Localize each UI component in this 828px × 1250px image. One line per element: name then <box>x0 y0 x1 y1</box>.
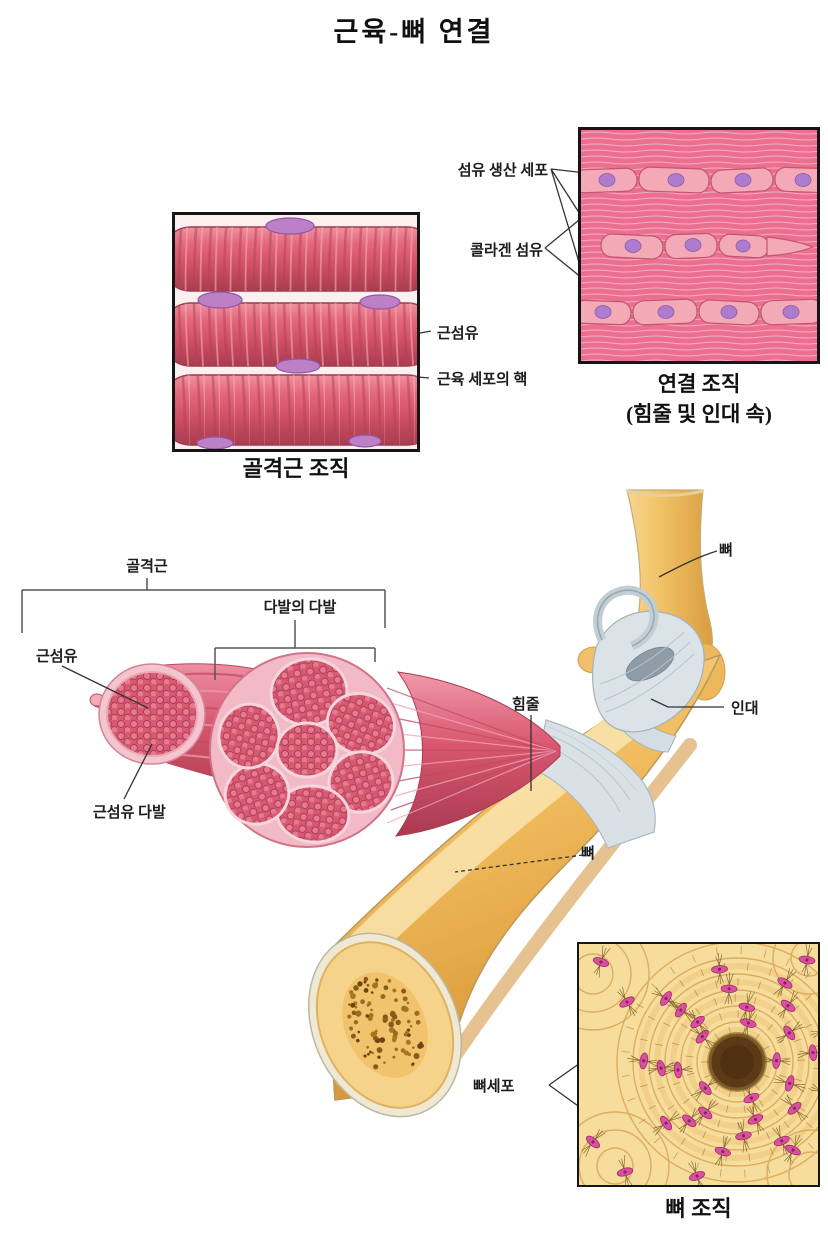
label-bone-lower: 뼈 <box>581 846 595 862</box>
caption-skeletal-muscle-tissue: 골격근 조직 <box>242 456 350 481</box>
brackets <box>21 578 386 680</box>
label-muscle-fiber-box: 근섬유 <box>437 326 479 342</box>
label-bone-upper: 뼈 <box>719 543 733 559</box>
muscle-cell-nuclei <box>196 217 401 449</box>
caption-bone-tissue: 뼈 조직 <box>665 1196 732 1221</box>
muscle-fiber-bands <box>175 226 417 446</box>
label-collagen-fiber: 콜라겐 섬유 <box>470 243 543 259</box>
connective-tissue-panel <box>578 127 820 364</box>
canaliculi-ticks <box>621 946 818 1178</box>
label-ligament: 인대 <box>731 701 759 717</box>
bone-cells-group <box>581 944 818 1185</box>
caption-connective-line2: (힘줄 및 인대 속) <box>626 402 772 426</box>
fibroblast-nuclei <box>594 173 812 319</box>
muscle-cross-section <box>209 652 405 848</box>
osteon-rings <box>579 944 818 1185</box>
caption-connective-line1: 연결 조직 <box>657 372 741 396</box>
skeletal-muscle-tissue-panel <box>172 212 420 452</box>
label-bundle-of-bundles: 다발의 다발 <box>263 600 337 616</box>
label-skeletal-muscle: 골격근 <box>126 559 168 575</box>
label-muscle-fiber-bundle: 근섬유 다발 <box>93 805 166 821</box>
tendon-graphic <box>535 719 656 849</box>
label-fiber-producing-cell: 섬유 생산 세포 <box>457 163 548 179</box>
spongy-bone-stipple <box>347 976 424 1070</box>
label-muscle-fiber: 근섬유 <box>36 649 78 665</box>
label-muscle-cell-nucleus: 근육 세포의 핵 <box>437 372 528 388</box>
label-bone-cell: 뼈세포 <box>473 1079 515 1095</box>
page-title: 근육-뼈 연결 <box>333 17 495 47</box>
label-tendon: 힘줄 <box>512 697 540 713</box>
ligament-graphic <box>592 585 705 753</box>
caption-connective-tissue: 연결 조직 (힘줄 및 인대 속) <box>578 368 820 428</box>
bone-cross-section-face <box>307 932 463 1118</box>
bone-tissue-panel <box>577 942 820 1187</box>
